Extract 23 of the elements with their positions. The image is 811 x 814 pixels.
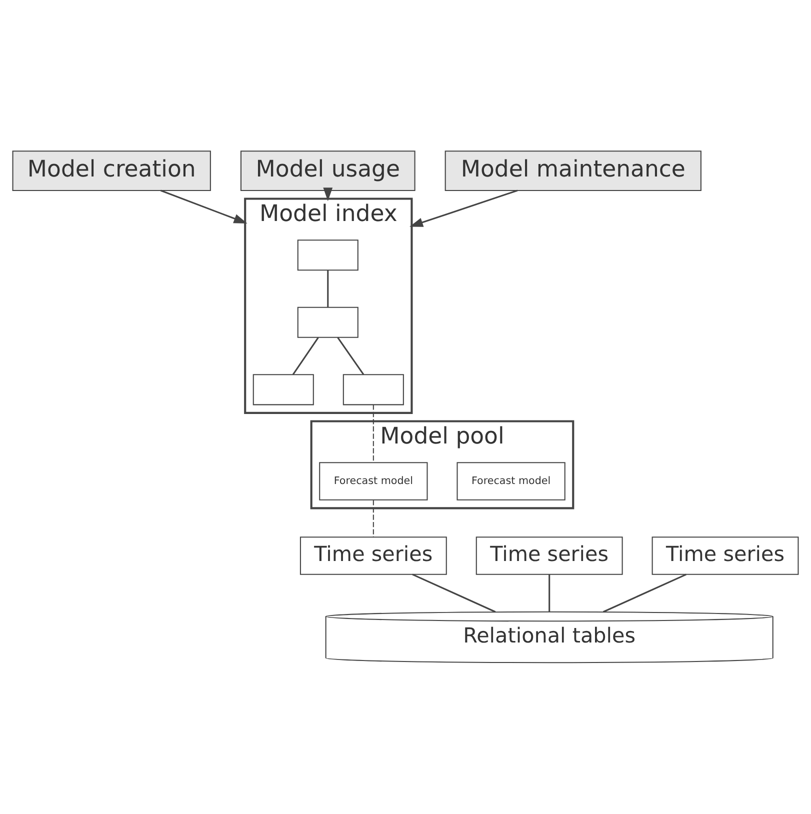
arrow	[160, 190, 248, 224]
node-box	[252, 374, 314, 406]
node-box: Model creation	[12, 150, 211, 191]
connector	[548, 574, 550, 612]
cluster: Model index	[244, 198, 413, 414]
arrow	[409, 190, 518, 227]
connector	[372, 500, 374, 538]
node-box: Forecast model	[319, 462, 428, 500]
connector	[602, 574, 687, 613]
node-box	[297, 240, 358, 271]
node-box	[342, 374, 404, 406]
node-box: Model maintenance	[444, 150, 702, 191]
connector	[372, 404, 374, 462]
node-box: Time series	[476, 536, 623, 575]
node-box: Time series	[652, 536, 799, 575]
connector	[337, 337, 364, 375]
connector	[327, 270, 329, 308]
node-box	[297, 306, 358, 338]
connector	[292, 337, 319, 375]
arrow	[323, 188, 333, 202]
node-box: Time series	[300, 536, 447, 575]
node-box: Forecast model	[456, 462, 566, 500]
connector	[412, 574, 496, 613]
